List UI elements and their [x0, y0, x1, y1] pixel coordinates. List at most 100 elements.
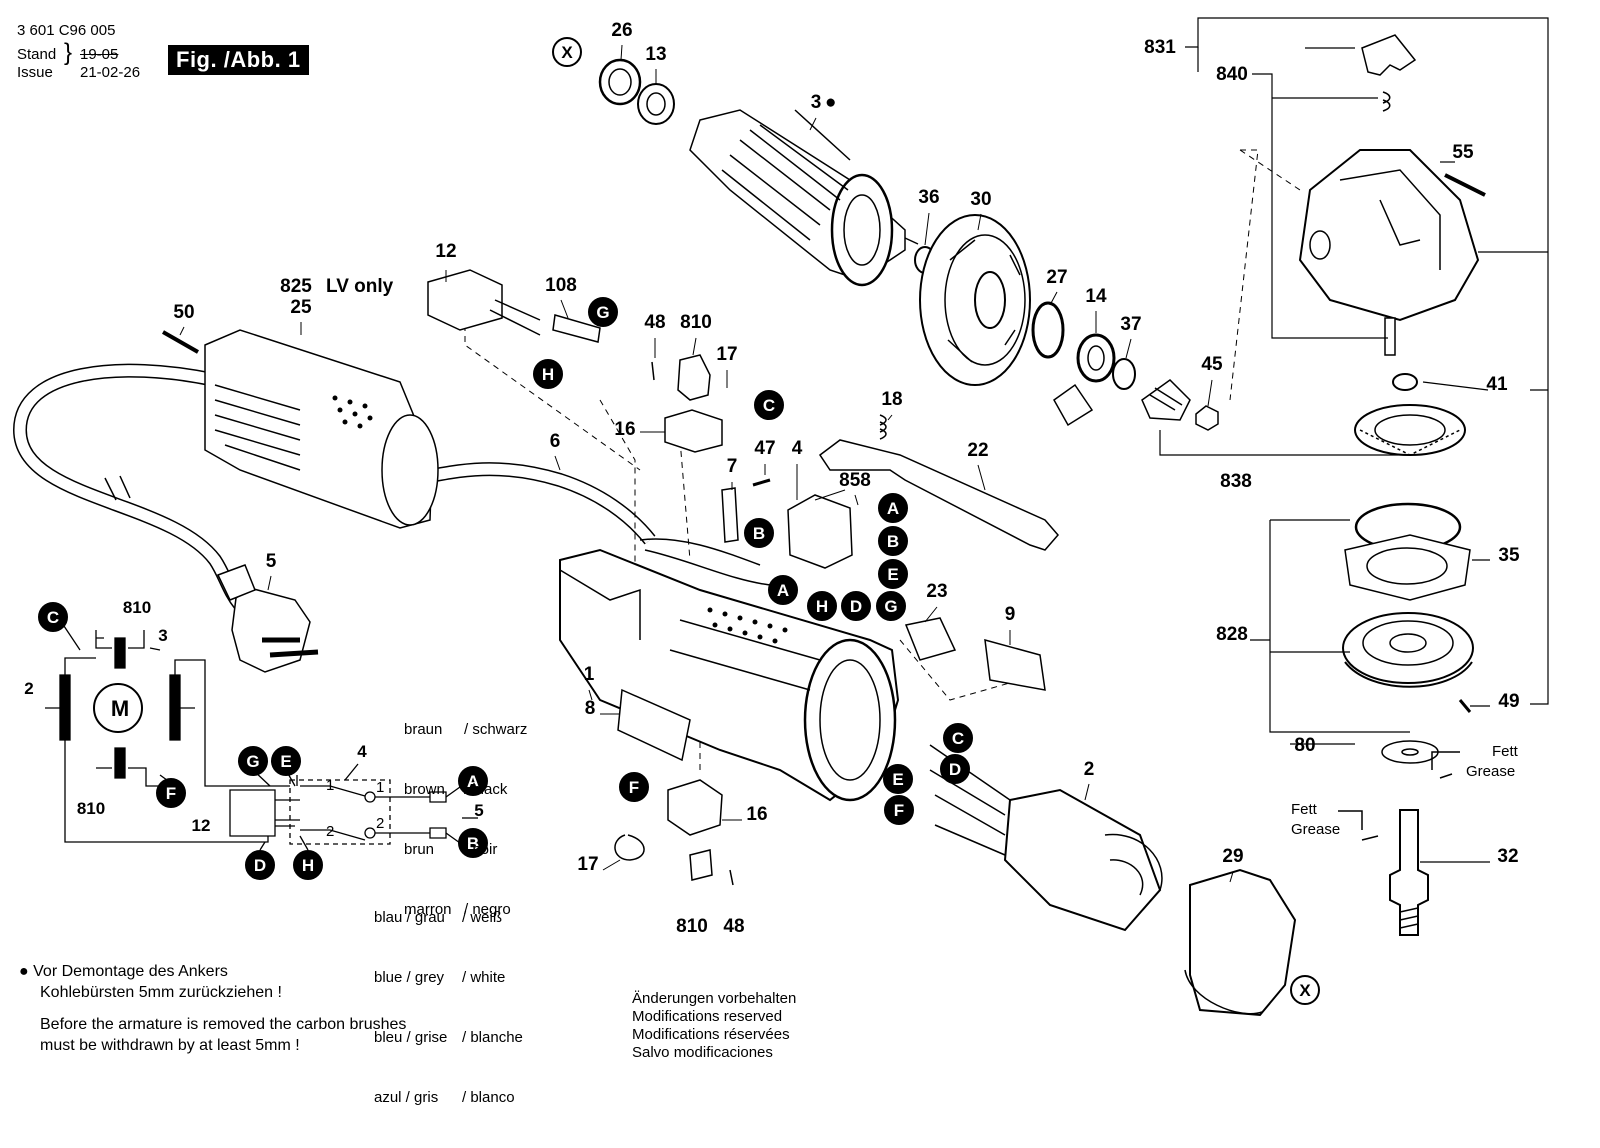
part-label-p50: 50: [173, 302, 194, 323]
part-label-p108: 108: [545, 275, 577, 296]
part-label-p13: 13: [645, 44, 666, 65]
part-label-p48a: 48: [644, 312, 665, 333]
connector-circle: [552, 37, 582, 67]
connector-badge-x: X: [552, 37, 582, 67]
connector-letter: F: [894, 801, 904, 820]
connector-letter: G: [246, 752, 259, 771]
part-label-p55: 55: [1452, 142, 1474, 163]
connector-letter: A: [777, 581, 789, 600]
armature-bullet: ●: [825, 92, 836, 113]
connector-circle: [245, 850, 275, 880]
connector-badge-c: C: [754, 390, 784, 420]
connector-badge-f: F: [884, 795, 914, 825]
connector-badge-c: C: [943, 723, 973, 753]
connector-letter: G: [596, 303, 609, 322]
connector-badge-b: B: [878, 526, 908, 556]
connector-badge-c: C: [38, 602, 68, 632]
connector-letter: E: [892, 770, 903, 789]
part-label-p9: 9: [1005, 604, 1016, 625]
connector-letter: D: [850, 597, 862, 616]
connector-circle: [943, 723, 973, 753]
wire-color-row: bleu / grise/ blanche: [374, 1029, 523, 1046]
connector-letter: C: [952, 729, 964, 748]
schematic-label-s4: 4: [357, 742, 367, 761]
wire-color-row: brown/ black: [404, 781, 508, 798]
part-label-p838: 838: [1220, 471, 1252, 492]
connector-letter: H: [302, 856, 314, 875]
power-cable-drawing: [12, 363, 656, 673]
schematic-label-s2: 2: [24, 679, 33, 698]
connector-badge-d: D: [841, 591, 871, 621]
part-label-p14: 14: [1085, 286, 1107, 307]
part-label-p17b: 17: [577, 854, 598, 875]
label-9-drawing: [984, 638, 1046, 691]
armature-note: ● Vor Demontage des Ankers Kohlebürsten …: [19, 961, 406, 1056]
connector-circle: [533, 359, 563, 389]
guard-29-drawing: [1184, 868, 1297, 1017]
connector-letter: A: [467, 772, 479, 791]
connector-letter: F: [629, 778, 639, 797]
note-bullet: ●: [19, 963, 29, 980]
bevel-gear-drawing: [1354, 404, 1466, 456]
part-label-p26: 26: [611, 20, 632, 41]
gear-housing-drawing: [1298, 34, 1486, 391]
stand-label: Stand: [17, 46, 57, 63]
part-label-p37: 37: [1120, 314, 1141, 335]
terminal-label-1b: 1: [376, 779, 384, 796]
connector-circle: [1290, 975, 1320, 1005]
wire-color-row: braun/ schwarz: [404, 721, 528, 738]
part-label-p16a: 16: [614, 419, 635, 440]
plate-7-drawing: [721, 487, 739, 543]
connector-badge-d: D: [245, 850, 275, 880]
connector-letter: X: [1299, 981, 1311, 1000]
connector-circle: [744, 518, 774, 548]
capacitor-12-drawing: [427, 269, 601, 343]
connector-circle: [876, 591, 906, 621]
connector-letter: X: [561, 43, 573, 62]
screw-47-drawing: [752, 478, 771, 487]
motor-symbol-label: M: [111, 696, 129, 721]
part-label-p45: 45: [1201, 354, 1223, 375]
flange-35-drawing: [1344, 534, 1471, 601]
part-label-p3: 3: [811, 92, 822, 113]
part-label-p23: 23: [926, 581, 947, 602]
part-label-p831: 831: [1144, 37, 1176, 58]
wires-from-cable: [639, 538, 771, 586]
washer-37-drawing: [1112, 358, 1136, 390]
exploded-parts-diagram: 3 601 C96 005 Stand Issue } 19-05 21-02-…: [12, 17, 1549, 1106]
part-label-p16b: 16: [746, 804, 767, 825]
connector-badge-h: H: [533, 359, 563, 389]
part-label-p8: 8: [585, 698, 596, 719]
leader-lines: [179, 44, 1234, 883]
connector-circle: [884, 795, 914, 825]
part-label-p18: 18: [881, 389, 902, 410]
lv-only-label: LV only: [326, 276, 394, 297]
figure-title: Fig. /Abb. 1: [168, 45, 309, 75]
connector-circle: [841, 591, 871, 621]
wiring-schematic: [45, 625, 478, 851]
label-8-drawing: [617, 688, 691, 762]
connector-circle: [293, 850, 323, 880]
part-label-p810a: 810: [680, 312, 712, 333]
part-label-p6: 6: [550, 431, 561, 452]
part-label-p7: 7: [727, 456, 738, 477]
part-label-p810b: 810: [676, 916, 708, 937]
note-de-line1: Vor Demontage des Ankers: [33, 963, 228, 980]
part-label-p48b: 48: [723, 916, 744, 937]
connector-badge-a: A: [878, 493, 908, 523]
part-label-p1: 1: [584, 664, 595, 685]
part-label-p36: 36: [918, 187, 939, 208]
connector-letter: D: [949, 760, 961, 779]
connector-circle: [883, 764, 913, 794]
part-label-p29: 29: [1222, 846, 1243, 867]
part-label-p17a: 17: [716, 344, 737, 365]
diagram-artwork: 2613336302714374512108825255048810171618…: [12, 17, 1549, 1017]
connector-badge-h: H: [807, 591, 837, 621]
schematic-label-s810a: 810: [123, 598, 151, 617]
connector-letter: E: [887, 565, 898, 584]
connector-circle: [878, 526, 908, 556]
part-label-p27: 27: [1046, 267, 1067, 288]
